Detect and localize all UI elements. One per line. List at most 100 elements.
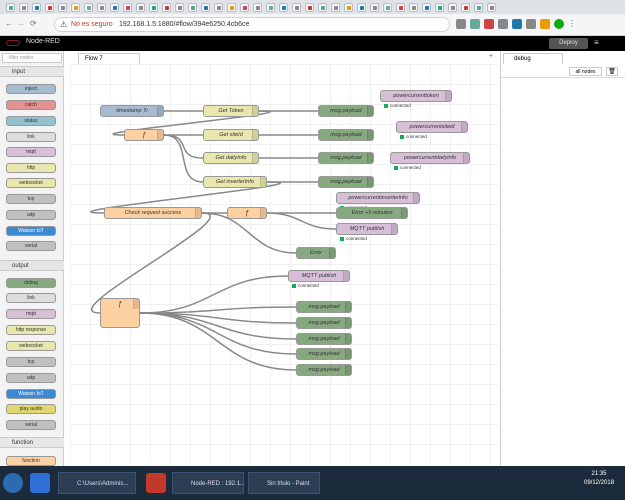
extension-icon[interactable] bbox=[526, 19, 536, 29]
browser-tab[interactable] bbox=[253, 3, 262, 12]
palette-node-inject[interactable]: inject bbox=[6, 84, 56, 94]
back-icon[interactable]: ← bbox=[5, 19, 13, 28]
browser-tab[interactable] bbox=[175, 3, 184, 12]
palette-node-serial[interactable]: serial bbox=[6, 241, 56, 251]
extension-icon[interactable] bbox=[484, 19, 494, 29]
palette-node-status[interactable]: status bbox=[6, 116, 56, 126]
function-node[interactable]: ƒ bbox=[227, 207, 267, 219]
taskbar-item-explorer[interactable]: C:\Users\Adminis... bbox=[58, 472, 136, 494]
mqtt-node-powercurrentsiteid[interactable]: powercurrentsiteid bbox=[396, 121, 468, 133]
browser-tab[interactable] bbox=[71, 3, 80, 12]
extension-icon[interactable] bbox=[512, 19, 522, 29]
http-node-get-dailyinfo[interactable]: Get dailyInfo bbox=[203, 152, 259, 164]
palette-node-debug[interactable]: debug bbox=[6, 278, 56, 288]
mqtt-node-mqtt-publish[interactable]: MQTT publish bbox=[288, 270, 350, 282]
taskbar-item-chrome[interactable]: Node-RED : 192.1... bbox=[172, 472, 244, 494]
palette-category-input[interactable]: input bbox=[0, 66, 64, 77]
browser-tab[interactable] bbox=[58, 3, 67, 12]
http-node-get-siteid[interactable]: Get siteId bbox=[203, 129, 259, 141]
browser-tab[interactable] bbox=[266, 3, 275, 12]
browser-tab[interactable] bbox=[214, 3, 223, 12]
browser-tab[interactable] bbox=[6, 3, 15, 12]
debug-node-msg-payload[interactable]: msg.payload bbox=[318, 176, 374, 188]
browser-tab[interactable] bbox=[461, 3, 470, 12]
pdf-icon[interactable] bbox=[146, 473, 166, 493]
debug-node-msg-payload[interactable]: msg.payload bbox=[318, 129, 374, 141]
browser-tab[interactable] bbox=[136, 3, 145, 12]
browser-tab[interactable] bbox=[292, 3, 301, 12]
inject-node-timestamp[interactable]: timestamp ↻ bbox=[100, 105, 164, 117]
address-bar[interactable]: ⚠ No es seguro 192.168.1.5:1880/#flow/39… bbox=[54, 17, 450, 32]
hamburger-menu-icon[interactable]: ≡ bbox=[594, 38, 599, 47]
extension-icon[interactable] bbox=[456, 19, 466, 29]
taskbar-item-paint[interactable]: Sin título - Paint bbox=[248, 472, 320, 494]
ie-icon[interactable] bbox=[30, 473, 50, 493]
function-node-check-request[interactable]: Check request success bbox=[104, 207, 202, 219]
debug-node-msg-payload[interactable]: msg.payload bbox=[296, 348, 352, 360]
clear-debug-icon[interactable]: 🗑 bbox=[606, 67, 618, 76]
function-node[interactable]: ƒ bbox=[124, 129, 164, 141]
tab-flow[interactable]: Flow 7 bbox=[78, 53, 140, 64]
browser-tab[interactable] bbox=[370, 3, 379, 12]
extension-icon[interactable] bbox=[498, 19, 508, 29]
browser-tab[interactable] bbox=[396, 3, 405, 12]
palette-node-tcp[interactable]: tcp bbox=[6, 357, 56, 367]
browser-tab[interactable] bbox=[448, 3, 457, 12]
palette-node-tcp[interactable]: tcp bbox=[6, 194, 56, 204]
palette-node-play-audio[interactable]: play audio bbox=[6, 404, 56, 414]
browser-tab[interactable] bbox=[240, 3, 249, 12]
profile-avatar[interactable] bbox=[554, 19, 564, 29]
palette-node-catch[interactable]: catch bbox=[6, 100, 56, 110]
palette-node-link[interactable]: link bbox=[6, 293, 56, 303]
debug-node-error-5-minuten[interactable]: Error +5 minuten bbox=[336, 207, 408, 219]
browser-tab[interactable] bbox=[32, 3, 41, 12]
browser-tab[interactable] bbox=[84, 3, 93, 12]
browser-tab[interactable] bbox=[149, 3, 158, 12]
browser-tab[interactable] bbox=[435, 3, 444, 12]
palette-node-mqtt[interactable]: mqtt bbox=[6, 309, 56, 319]
browser-tab[interactable] bbox=[305, 3, 314, 12]
mqtt-node-powercurrenttoken[interactable]: powercurrenttoken bbox=[380, 90, 452, 102]
mqtt-node-powercurrentinverterinfo[interactable]: powercurrentinverterinfo bbox=[336, 192, 420, 204]
forward-icon[interactable]: → bbox=[17, 19, 25, 28]
debug-node-msg-payload[interactable]: msg.payload bbox=[318, 105, 374, 117]
debug-node-error[interactable]: Error bbox=[296, 247, 336, 259]
palette-category-output[interactable]: output bbox=[0, 260, 64, 271]
palette-node-serial[interactable]: serial bbox=[6, 420, 56, 430]
browser-tab[interactable] bbox=[97, 3, 106, 12]
http-node-get-inverterinfo[interactable]: Get inverterInfo bbox=[203, 176, 267, 188]
palette-category-function[interactable]: function bbox=[0, 437, 64, 448]
browser-tab[interactable] bbox=[409, 3, 418, 12]
browser-tab[interactable] bbox=[279, 3, 288, 12]
add-flow-icon[interactable]: + bbox=[489, 53, 494, 60]
browser-tab[interactable] bbox=[383, 3, 392, 12]
browser-tab[interactable] bbox=[45, 3, 54, 12]
browser-tab[interactable] bbox=[344, 3, 353, 12]
palette-node-udp[interactable]: udp bbox=[6, 373, 56, 383]
palette-node-mqtt[interactable]: mqtt bbox=[6, 147, 56, 157]
more-icon[interactable]: ⋮ bbox=[568, 19, 576, 28]
debug-node-msg-payload[interactable]: msg.payload bbox=[296, 317, 352, 329]
browser-tab[interactable] bbox=[227, 3, 236, 12]
palette-node-udp[interactable]: udp bbox=[6, 210, 56, 220]
tab-debug[interactable]: debug bbox=[503, 53, 563, 64]
browser-tab[interactable] bbox=[162, 3, 171, 12]
mqtt-node-mqtt-publish[interactable]: MQTT publish bbox=[336, 223, 398, 235]
reload-icon[interactable]: ⟳ bbox=[30, 19, 37, 28]
browser-tab[interactable] bbox=[357, 3, 366, 12]
palette-node-watson-iot[interactable]: Watson IoT bbox=[6, 389, 56, 399]
palette-node-watson-iot[interactable]: Watson IoT bbox=[6, 226, 56, 236]
browser-tab[interactable] bbox=[331, 3, 340, 12]
palette-node-websocket[interactable]: websocket bbox=[6, 341, 56, 351]
start-button-icon[interactable] bbox=[3, 473, 23, 493]
browser-tab[interactable] bbox=[318, 3, 327, 12]
palette-node-http-response[interactable]: http response bbox=[6, 325, 56, 335]
browser-tab[interactable] bbox=[110, 3, 119, 12]
debug-node-msg-payload[interactable]: msg.payload bbox=[318, 152, 374, 164]
palette-node-http[interactable]: http bbox=[6, 163, 56, 173]
browser-tab[interactable] bbox=[123, 3, 132, 12]
filter-nodes-input[interactable]: filter nodes bbox=[2, 53, 62, 63]
browser-tab[interactable] bbox=[201, 3, 210, 12]
palette-node-websocket[interactable]: websocket bbox=[6, 178, 56, 188]
browser-tab[interactable] bbox=[19, 3, 28, 12]
